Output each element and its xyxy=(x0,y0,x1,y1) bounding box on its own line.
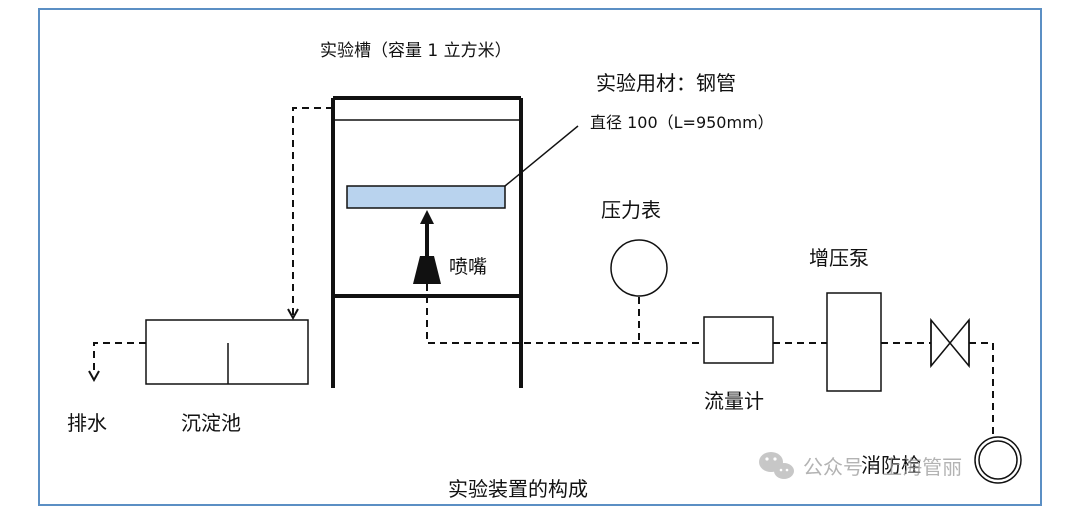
tank-label: 实验槽（容量 1 立方米） xyxy=(320,41,512,61)
settling-tank-label: 沉淀池 xyxy=(181,411,241,435)
pressure-gauge-icon xyxy=(610,239,668,297)
steel-pipe-specimen xyxy=(346,185,506,209)
flowmeter-box xyxy=(703,316,774,364)
wechat-icon xyxy=(759,452,794,479)
flowmeter-label: 流量计 xyxy=(704,389,764,413)
watermark: 公众号 · 上海管丽 xyxy=(759,452,962,479)
nozzle-icon xyxy=(413,256,441,284)
settling-tank xyxy=(145,319,309,385)
drain-label: 排水 xyxy=(67,411,107,435)
booster-pump-box xyxy=(826,292,882,392)
fire-hydrant-label: 消防栓 xyxy=(861,453,921,477)
watermark-text: 公众号 · 上海管丽 xyxy=(803,455,962,479)
drain-arrowhead xyxy=(88,370,100,383)
booster-pump-label: 增压泵 xyxy=(809,246,869,270)
experiment-tank xyxy=(331,96,523,388)
material-spec-label: 直径 100（L=950mm） xyxy=(590,113,774,132)
material-label: 实验用材：钢管 xyxy=(596,71,736,95)
nozzle-label: 喷嘴 xyxy=(449,256,487,278)
dashed-piping xyxy=(93,107,994,437)
figure-caption: 实验装置的构成 xyxy=(448,477,588,501)
valve-icon xyxy=(930,317,970,369)
diagram-frame xyxy=(38,8,1042,506)
fire-hydrant-inner xyxy=(978,440,1018,480)
fire-hydrant-icon xyxy=(974,436,1022,484)
specimen-leader-line xyxy=(504,125,579,187)
jet-arrow-head xyxy=(420,210,434,224)
pressure-gauge-label: 压力表 xyxy=(601,198,661,222)
overflow-arrowhead xyxy=(287,308,299,321)
